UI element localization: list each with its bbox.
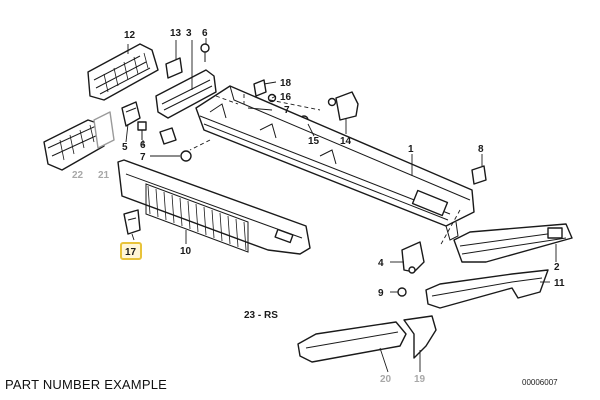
callout-18: 18 [280, 78, 292, 89]
callout-15: 15 [308, 136, 320, 147]
callout-14: 14 [340, 136, 352, 147]
part-6-bolt-lower[interactable] [137, 121, 147, 140]
callout-23-rs: 23 - RS [244, 310, 278, 321]
callout-7-right: 7 [284, 105, 290, 116]
callout-22: 22 [72, 170, 84, 181]
part-2-end-trim[interactable] [453, 223, 573, 263]
callout-17-highlight [120, 242, 142, 260]
part-14-bracket[interactable] [327, 91, 359, 121]
callout-6-top: 6 [202, 28, 208, 39]
callout-20: 20 [380, 374, 392, 385]
part-22-bumper-cap[interactable] [43, 119, 105, 171]
part-17-bracket[interactable] [123, 209, 141, 235]
drawing-code: 00006007 [522, 378, 558, 387]
callout-13: 13 [170, 28, 182, 39]
part-11-bumper-strip[interactable] [425, 269, 549, 309]
part-9-screw[interactable] [397, 287, 407, 297]
part-3-support-bracket[interactable] [155, 69, 217, 119]
callout-1: 1 [408, 144, 414, 155]
part-1-bumper-carrier[interactable] [195, 85, 475, 241]
part-19-bracket[interactable] [403, 315, 437, 359]
callout-21: 21 [98, 170, 110, 181]
callout-5: 5 [122, 142, 128, 153]
callout-12: 12 [124, 30, 136, 41]
callout-17: 17 [125, 247, 137, 258]
callout-10: 10 [180, 246, 192, 257]
part-4-bracket[interactable] [401, 241, 425, 274]
part-10-lower-grille[interactable] [117, 159, 311, 255]
part-7-clip-left[interactable] [159, 127, 177, 145]
callout-19: 19 [414, 374, 426, 385]
part-18-clip[interactable] [253, 79, 267, 97]
callout-8: 8 [478, 144, 484, 155]
callout-16: 16 [280, 92, 292, 103]
callout-9: 9 [378, 288, 384, 299]
callout-3: 3 [186, 28, 192, 39]
caption-text: PART NUMBER EXAMPLE [5, 377, 168, 392]
part-6-bolt-top[interactable] [200, 43, 210, 62]
part-7-nut-left[interactable] [180, 150, 192, 162]
callout-6-lower: 6 [140, 140, 146, 151]
callout-11: 11 [554, 278, 565, 289]
callout-2: 2 [554, 262, 560, 273]
part-12-bumper-cap[interactable] [87, 43, 159, 101]
part-13-clip[interactable] [165, 57, 183, 79]
part-20-trim-strip[interactable] [297, 321, 407, 363]
callout-7-left: 7 [140, 152, 146, 163]
callout-4: 4 [378, 258, 384, 269]
part-8-clip[interactable] [471, 165, 487, 185]
part-21-bracket[interactable] [93, 111, 115, 149]
part-5-bracket[interactable] [121, 101, 141, 127]
